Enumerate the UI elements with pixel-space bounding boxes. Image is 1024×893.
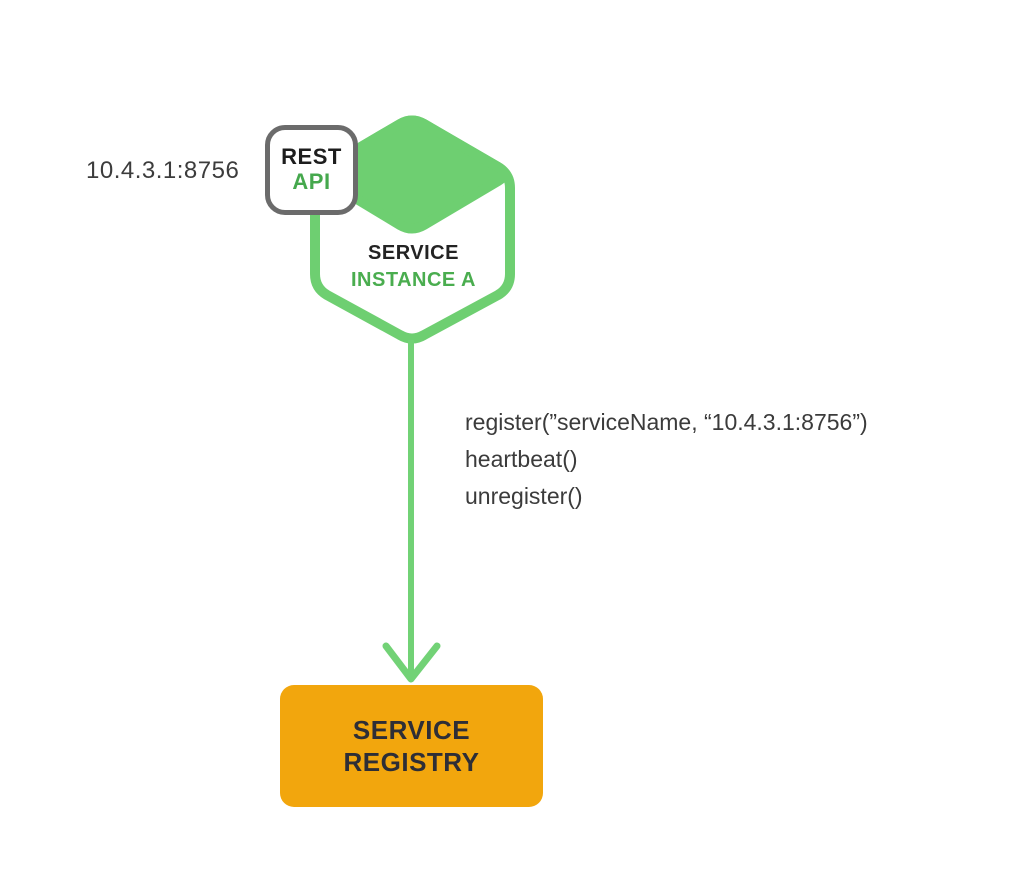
service-instance-label-line2: INSTANCE A [351,269,476,291]
api-calls-list: register(”serviceName, “10.4.3.1:8756”) … [465,404,868,515]
rest-label: REST [281,144,342,170]
rest-api-badge: REST API [265,125,358,215]
service-instance-label: SERVICE INSTANCE A [312,240,515,294]
ip-address-label: 10.4.3.1:8756 [86,157,240,184]
api-call-unregister: unregister() [465,483,583,509]
service-instance-label-line1: SERVICE [368,242,459,264]
api-call-register: register(”serviceName, “10.4.3.1:8756”) [465,409,868,435]
service-registry-label-line1: SERVICE [352,715,471,745]
service-registry-label-line2: REGISTRY [343,747,480,777]
api-label: API [292,169,331,194]
arrow-down-icon [382,642,441,683]
service-registry-box: SERVICE REGISTRY [280,685,543,807]
hexagon-top-face-shape [316,115,509,234]
api-call-heartbeat: heartbeat() [465,446,578,472]
